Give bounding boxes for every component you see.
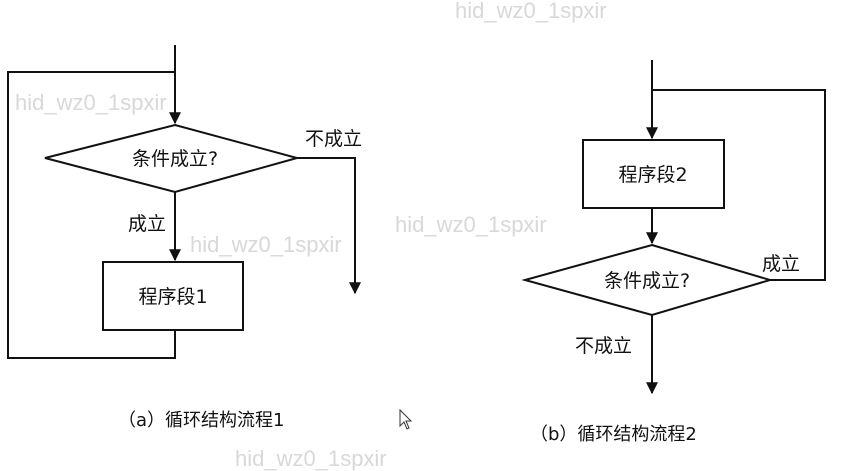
process-text-b: 程序段2 bbox=[618, 164, 687, 186]
false-label-b: 不成立 bbox=[575, 335, 632, 357]
loop-back-line-b bbox=[652, 89, 826, 281]
watermark: hid_wz0_1spxir bbox=[235, 446, 387, 471]
condition-text-a: 条件成立? bbox=[132, 148, 218, 170]
process-box-a bbox=[102, 261, 244, 331]
true-label-b: 成立 bbox=[762, 253, 800, 275]
watermark: hid_wz0_1spxir bbox=[190, 232, 342, 257]
watermark: hid_wz0_1spxir bbox=[15, 90, 167, 115]
false-label-a: 不成立 bbox=[305, 128, 362, 150]
watermark: hid_wz0_1spxir bbox=[395, 212, 547, 237]
condition-text-b: 条件成立? bbox=[604, 270, 690, 292]
true-label-a: 成立 bbox=[128, 213, 166, 235]
watermark: hid_wz0_1spxir bbox=[455, 0, 607, 23]
caption-b: （b）循环结构流程2 bbox=[530, 424, 697, 445]
mouse-cursor-icon bbox=[399, 408, 413, 430]
caption-a: （a）循环结构流程1 bbox=[118, 410, 284, 431]
process-text-a: 程序段1 bbox=[138, 286, 207, 308]
loop-back-line-a bbox=[7, 71, 176, 359]
process-box-b bbox=[582, 139, 725, 209]
false-exit-arrow-a bbox=[297, 157, 361, 295]
